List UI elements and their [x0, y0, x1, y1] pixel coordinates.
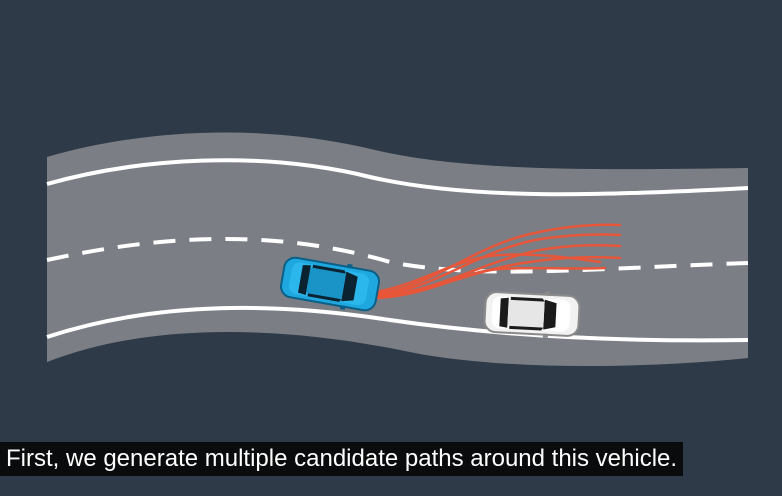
candidate-path — [374, 223, 622, 296]
candidate-path — [374, 253, 602, 294]
subtitle-caption: First, we generate multiple candidate pa… — [0, 442, 684, 476]
other-vehicle — [483, 291, 581, 338]
road — [47, 132, 748, 367]
ego-vehicle — [279, 256, 381, 312]
lower-edge-line — [46, 305, 749, 343]
candidate-path — [374, 266, 607, 300]
upper-edge-line — [46, 158, 749, 197]
candidate-paths — [374, 223, 622, 300]
candidate-path — [374, 233, 622, 297]
